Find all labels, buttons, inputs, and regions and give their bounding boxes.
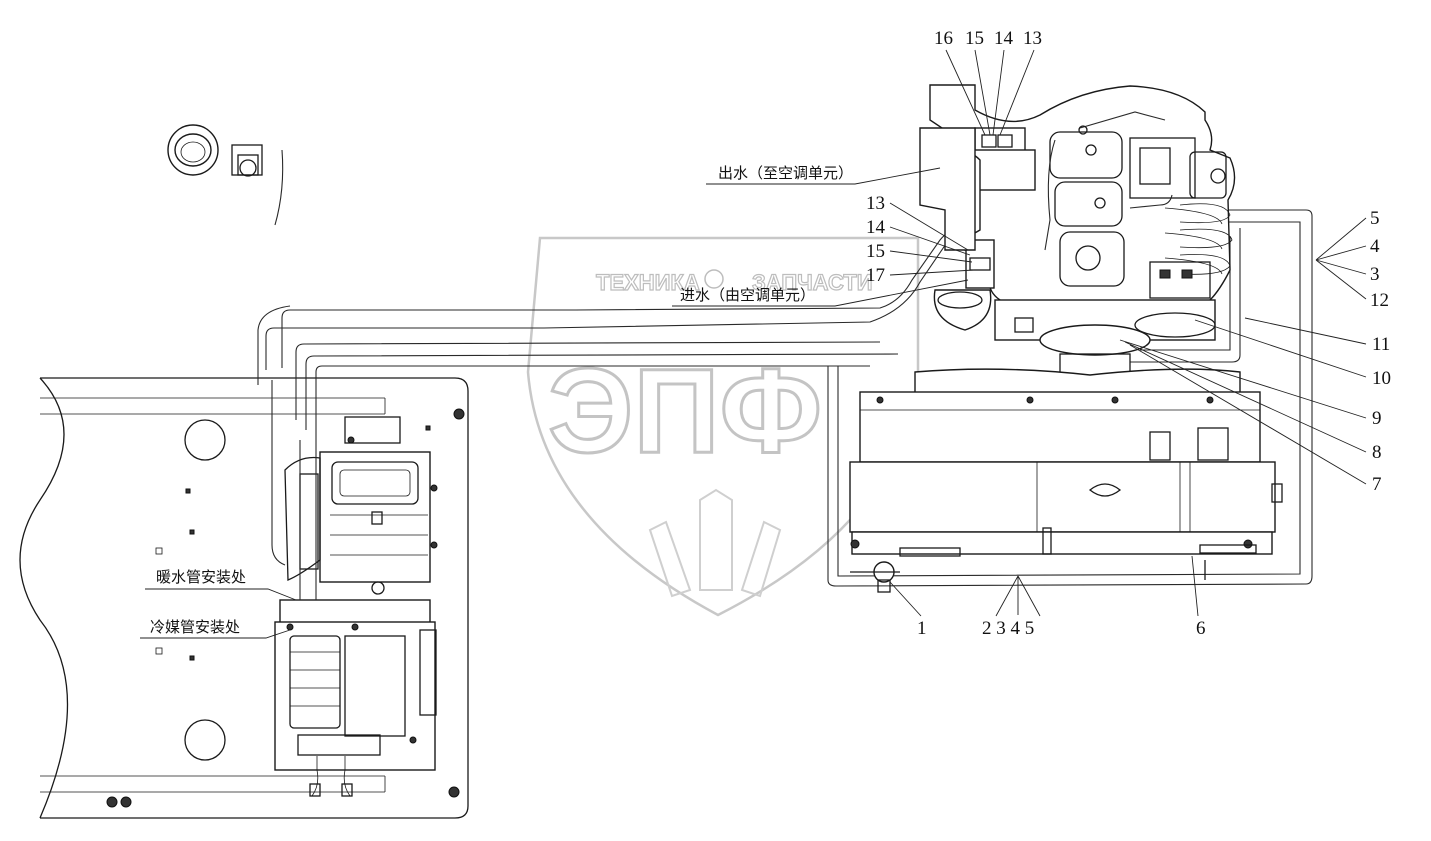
watermark-brand-left: ТЕХНИКА [596, 270, 700, 295]
callout-16-top: 16 [934, 28, 953, 49]
callout-3-right: 3 [1370, 264, 1380, 285]
callout-13-top: 13 [1023, 28, 1042, 49]
callout-15-top: 15 [965, 28, 984, 49]
callouts-left: 13 14 15 17 [866, 193, 975, 286]
chassis-frame [19, 377, 469, 819]
radiator-assembly [849, 368, 1283, 593]
callout-8: 8 [1372, 442, 1382, 463]
callout-14-top: 14 [994, 28, 1014, 49]
watermark: ТЕХНИКА ЗАПЧАСТИ ЭПФ [526, 236, 920, 617]
callout-9: 9 [1372, 408, 1382, 429]
annotation-refrigerant-pipe: 冷媒管安装处 [150, 618, 240, 636]
watermark-wheat-icon [648, 488, 782, 598]
annotation-water-in: 进水（由空调单元） [680, 286, 815, 304]
watermark-brand-right: ЗАПЧАСТИ [752, 270, 873, 295]
callout-2-3-4-5: 2 3 4 5 [982, 618, 1034, 639]
callout-5-right: 5 [1370, 208, 1380, 229]
frame-hole [184, 719, 226, 761]
ac-heater-unit [274, 416, 438, 797]
callout-7: 7 [1372, 474, 1382, 495]
watermark-gear-icon [704, 269, 724, 289]
callout-14-left: 14 [866, 217, 886, 238]
callout-10: 10 [1372, 368, 1391, 389]
annotation-water-out: 出水（至空调单元） [718, 164, 853, 182]
callout-1: 1 [917, 618, 927, 639]
callouts-right: 5 4 3 12 11 10 9 8 7 [1119, 208, 1391, 495]
frame-bolt [106, 796, 118, 808]
watermark-logo-letters: ЭПФ [548, 344, 822, 478]
callout-12-right: 12 [1370, 290, 1389, 311]
engine-assembly [167, 84, 1236, 385]
frame-bolt [453, 408, 465, 420]
frame-hole [184, 419, 226, 461]
callout-17-left: 17 [866, 265, 885, 286]
callout-13-left: 13 [866, 193, 885, 214]
frame-bolt [120, 796, 132, 808]
frame-bolt [448, 786, 460, 798]
callout-6: 6 [1196, 618, 1206, 639]
annotations: 出水（至空调单元） 进水（由空调单元） 暖水管安装处 冷媒管安装处 [140, 164, 969, 639]
annotation-heater-pipe: 暖水管安装处 [156, 568, 246, 586]
callouts-bottom: 1 2 3 4 5 6 [889, 555, 1206, 639]
callouts-top: 16 15 14 13 [934, 28, 1042, 136]
callout-15-left: 15 [866, 241, 885, 262]
pipe-routing [257, 149, 1313, 600]
callout-4-right: 4 [1370, 236, 1380, 257]
callout-11: 11 [1372, 334, 1390, 355]
